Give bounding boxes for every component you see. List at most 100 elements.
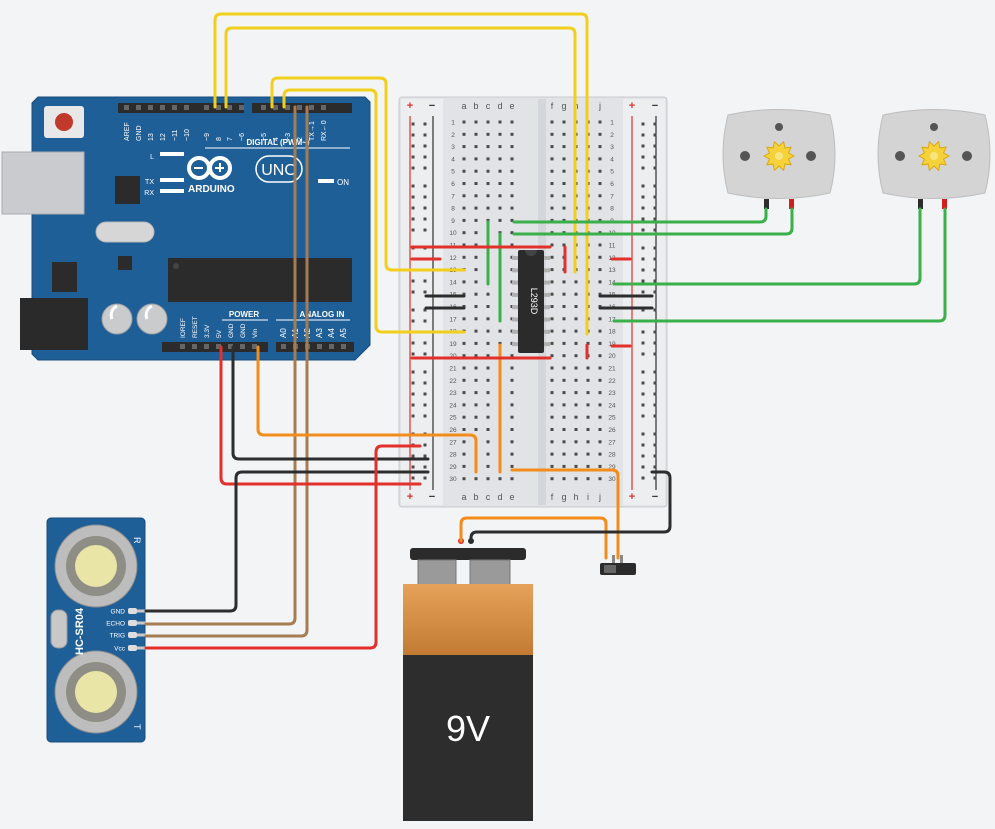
rail-hole[interactable] bbox=[641, 228, 645, 232]
breadboard-hole[interactable] bbox=[486, 206, 490, 210]
rail-hole[interactable] bbox=[641, 184, 645, 188]
rail-hole[interactable] bbox=[653, 476, 657, 480]
arduino-pin-hole[interactable] bbox=[285, 105, 290, 110]
breadboard-hole[interactable] bbox=[598, 194, 602, 198]
breadboard-hole[interactable] bbox=[574, 317, 578, 321]
breadboard-hole[interactable] bbox=[598, 218, 602, 222]
breadboard-hole[interactable] bbox=[486, 378, 490, 382]
breadboard-hole[interactable] bbox=[574, 329, 578, 333]
breadboard-hole[interactable] bbox=[474, 341, 478, 345]
breadboard-hole[interactable] bbox=[486, 120, 490, 124]
rail-hole[interactable] bbox=[423, 184, 427, 188]
breadboard-hole[interactable] bbox=[486, 341, 490, 345]
breadboard-hole[interactable] bbox=[486, 391, 490, 395]
breadboard-hole[interactable] bbox=[462, 452, 466, 456]
rail-hole[interactable] bbox=[411, 352, 415, 356]
arduino-pin-hole[interactable] bbox=[252, 344, 257, 349]
rail-hole[interactable] bbox=[641, 246, 645, 250]
rail-hole[interactable] bbox=[653, 257, 657, 261]
wire-green-motor1-a[interactable] bbox=[512, 207, 768, 224]
breadboard-hole[interactable] bbox=[562, 169, 566, 173]
breadboard-hole[interactable] bbox=[562, 157, 566, 161]
breadboard-hole[interactable] bbox=[562, 145, 566, 149]
breadboard-hole[interactable] bbox=[586, 378, 590, 382]
rail-hole[interactable] bbox=[411, 195, 415, 199]
breadboard-hole[interactable] bbox=[510, 366, 514, 370]
breadboard-hole[interactable] bbox=[474, 157, 478, 161]
breadboard-hole[interactable] bbox=[474, 206, 478, 210]
breadboard-hole[interactable] bbox=[486, 464, 490, 468]
wire-red-sensor-vcc[interactable] bbox=[144, 444, 422, 650]
breadboard-hole[interactable] bbox=[474, 378, 478, 382]
dc-motor-2[interactable] bbox=[877, 109, 991, 210]
breadboard-hole[interactable] bbox=[574, 415, 578, 419]
wire-yellow-pin5[interactable] bbox=[282, 88, 466, 334]
breadboard-hole[interactable] bbox=[562, 194, 566, 198]
breadboard-hole[interactable] bbox=[474, 194, 478, 198]
breadboard-hole[interactable] bbox=[474, 231, 478, 235]
breadboard-hole[interactable] bbox=[598, 477, 602, 481]
slide-switch[interactable] bbox=[600, 555, 636, 575]
arduino-pin-hole[interactable] bbox=[239, 105, 244, 110]
breadboard-hole[interactable] bbox=[550, 243, 554, 247]
breadboard-hole[interactable] bbox=[562, 477, 566, 481]
breadboard-hole[interactable] bbox=[550, 132, 554, 136]
arduino-pin-hole[interactable] bbox=[227, 105, 232, 110]
breadboard-hole[interactable] bbox=[574, 440, 578, 444]
breadboard-hole[interactable] bbox=[562, 280, 566, 284]
breadboard-hole[interactable] bbox=[462, 292, 466, 296]
breadboard-hole[interactable] bbox=[550, 194, 554, 198]
dc-motor-1[interactable] bbox=[722, 109, 836, 210]
breadboard-hole[interactable] bbox=[598, 378, 602, 382]
breadboard-hole[interactable] bbox=[486, 145, 490, 149]
rail-hole[interactable] bbox=[641, 268, 645, 272]
rail-hole[interactable] bbox=[653, 381, 657, 385]
rail-hole[interactable] bbox=[653, 432, 657, 436]
arduino-pin-hole[interactable] bbox=[204, 105, 209, 110]
rail-hole[interactable] bbox=[653, 279, 657, 283]
breadboard-hole[interactable] bbox=[462, 403, 466, 407]
breadboard-hole[interactable] bbox=[562, 391, 566, 395]
breadboard-hole[interactable] bbox=[462, 206, 466, 210]
breadboard-hole[interactable] bbox=[550, 280, 554, 284]
rail-hole[interactable] bbox=[411, 392, 415, 396]
breadboard-hole[interactable] bbox=[474, 415, 478, 419]
breadboard-hole[interactable] bbox=[462, 194, 466, 198]
breadboard-hole[interactable] bbox=[510, 120, 514, 124]
breadboard-hole[interactable] bbox=[498, 169, 502, 173]
breadboard-hole[interactable] bbox=[550, 329, 554, 333]
breadboard-hole[interactable] bbox=[510, 391, 514, 395]
breadboard-hole[interactable] bbox=[550, 477, 554, 481]
breadboard-hole[interactable] bbox=[486, 366, 490, 370]
breadboard-hole[interactable] bbox=[574, 280, 578, 284]
breadboard-hole[interactable] bbox=[598, 341, 602, 345]
rail-hole[interactable] bbox=[653, 144, 657, 148]
rail-hole[interactable] bbox=[641, 414, 645, 418]
breadboard-hole[interactable] bbox=[462, 341, 466, 345]
breadboard-hole[interactable] bbox=[486, 305, 490, 308]
breadboard-hole[interactable] bbox=[550, 440, 554, 444]
breadboard-hole[interactable] bbox=[598, 132, 602, 136]
wire-black-sensor-gnd[interactable] bbox=[144, 470, 430, 613]
arduino-pin-hole[interactable] bbox=[281, 344, 286, 349]
rail-hole[interactable] bbox=[641, 381, 645, 385]
breadboard-hole[interactable] bbox=[550, 464, 554, 468]
breadboard-hole[interactable] bbox=[598, 354, 602, 358]
breadboard-hole[interactable] bbox=[550, 305, 554, 308]
rail-hole[interactable] bbox=[411, 155, 415, 159]
breadboard-hole[interactable] bbox=[486, 292, 490, 296]
breadboard-hole[interactable] bbox=[562, 243, 566, 247]
rail-hole[interactable] bbox=[411, 319, 415, 323]
rail-hole[interactable] bbox=[653, 217, 657, 221]
breadboard-hole[interactable] bbox=[562, 182, 566, 185]
breadboard-hole[interactable] bbox=[574, 464, 578, 468]
wire-black-gnd[interactable] bbox=[231, 345, 430, 461]
breadboard-hole[interactable] bbox=[462, 182, 466, 185]
breadboard-hole[interactable] bbox=[550, 366, 554, 370]
rail-hole[interactable] bbox=[411, 122, 415, 126]
breadboard-hole[interactable] bbox=[562, 317, 566, 321]
breadboard-hole[interactable] bbox=[562, 403, 566, 407]
rail-hole[interactable] bbox=[411, 144, 415, 148]
breadboard-hole[interactable] bbox=[550, 378, 554, 382]
breadboard-hole[interactable] bbox=[474, 132, 478, 136]
